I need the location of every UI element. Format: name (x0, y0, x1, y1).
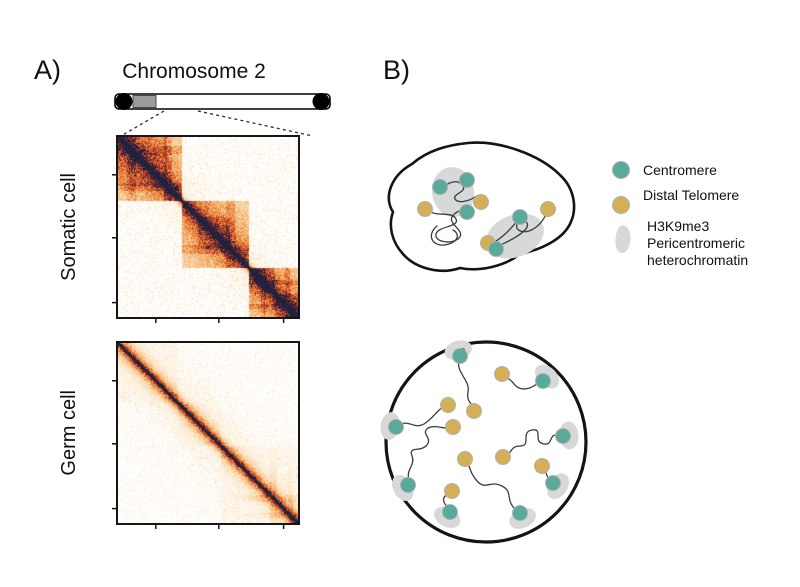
heterochromatin-blob-icon (615, 225, 631, 253)
legend-label: H3K9me3 Pericentromeric heterochromatin (647, 218, 749, 268)
germ-hic-map-canvas (118, 343, 298, 523)
chromatin-fiber (466, 461, 518, 512)
centromere-marker (388, 419, 404, 435)
distal-telomere-marker (417, 201, 433, 217)
legend: Centromere Distal Telomere H3K9me3 Peric… (612, 161, 800, 276)
chromatin-fiber (427, 210, 467, 243)
legend-label: Centromere (643, 162, 717, 178)
germ-nucleus-diagram (380, 340, 588, 544)
centromere-marker (432, 179, 448, 195)
centromere-marker (488, 241, 504, 257)
germ-cell-label-text: Germ cell (57, 390, 80, 476)
centromere-marker (452, 348, 468, 364)
panel-a-label: A) (34, 55, 61, 85)
zoom-indicator-dash (120, 110, 165, 137)
ideogram-bar (114, 93, 331, 110)
distal-telomere-marker (540, 201, 556, 217)
centromere-marker (400, 477, 416, 493)
distal-telomere-marker (466, 403, 482, 419)
somatic-nucleus-diagram (387, 141, 576, 272)
distal-telomere-marker (445, 419, 461, 435)
chromatin-fiber (397, 405, 447, 427)
chromatin-fiber (503, 429, 561, 458)
distal-telomere-marker (444, 483, 460, 499)
ideogram-centromere-band (132, 95, 157, 108)
germ-cell-row-label: Germ cell (54, 343, 84, 523)
centromere-marker (512, 209, 528, 225)
somatic-cell-row-label: Somatic cell (54, 137, 84, 317)
germ-nucleus-outline (384, 340, 588, 544)
distal-telomere-icon (612, 196, 630, 214)
chromatin-fiber (430, 225, 458, 246)
legend-item-heterochromatin: H3K9me3 Pericentromeric heterochromatin (612, 217, 800, 269)
legend-item-distal-telomere: Distal Telomere (612, 186, 800, 214)
ideogram-telomere-cap (115, 93, 133, 110)
distal-telomere-marker (440, 397, 456, 413)
chromosome-title: Chromosome 2 (122, 60, 266, 83)
germ-hic-map (116, 341, 300, 525)
chromatin-fiber (407, 425, 453, 483)
centromere-marker (555, 428, 571, 444)
somatic-hic-map (116, 135, 300, 319)
distal-telomere-marker (495, 449, 511, 465)
centromere-icon (612, 161, 630, 179)
legend-label: Distal Telomere (643, 187, 740, 203)
distal-telomere-marker (494, 366, 510, 382)
distal-telomere-marker (457, 451, 473, 467)
somatic-hic-map-canvas (118, 137, 298, 317)
centromere-marker (512, 505, 528, 521)
centromere-marker (459, 172, 475, 188)
centromere-marker (442, 504, 458, 520)
centromere-marker (459, 204, 475, 220)
chromosome-ideogram (114, 93, 331, 137)
zoom-indicator-dash (197, 110, 314, 137)
distal-telomere-marker (534, 458, 550, 474)
legend-item-centromere: Centromere (612, 161, 800, 179)
somatic-cell-label-text: Somatic cell (57, 173, 80, 281)
centromere-marker (545, 475, 561, 491)
panel-b-label: B) (383, 55, 410, 85)
centromere-marker (535, 373, 551, 389)
ideogram-telomere-cap (312, 93, 330, 110)
distal-telomere-marker (473, 194, 489, 210)
